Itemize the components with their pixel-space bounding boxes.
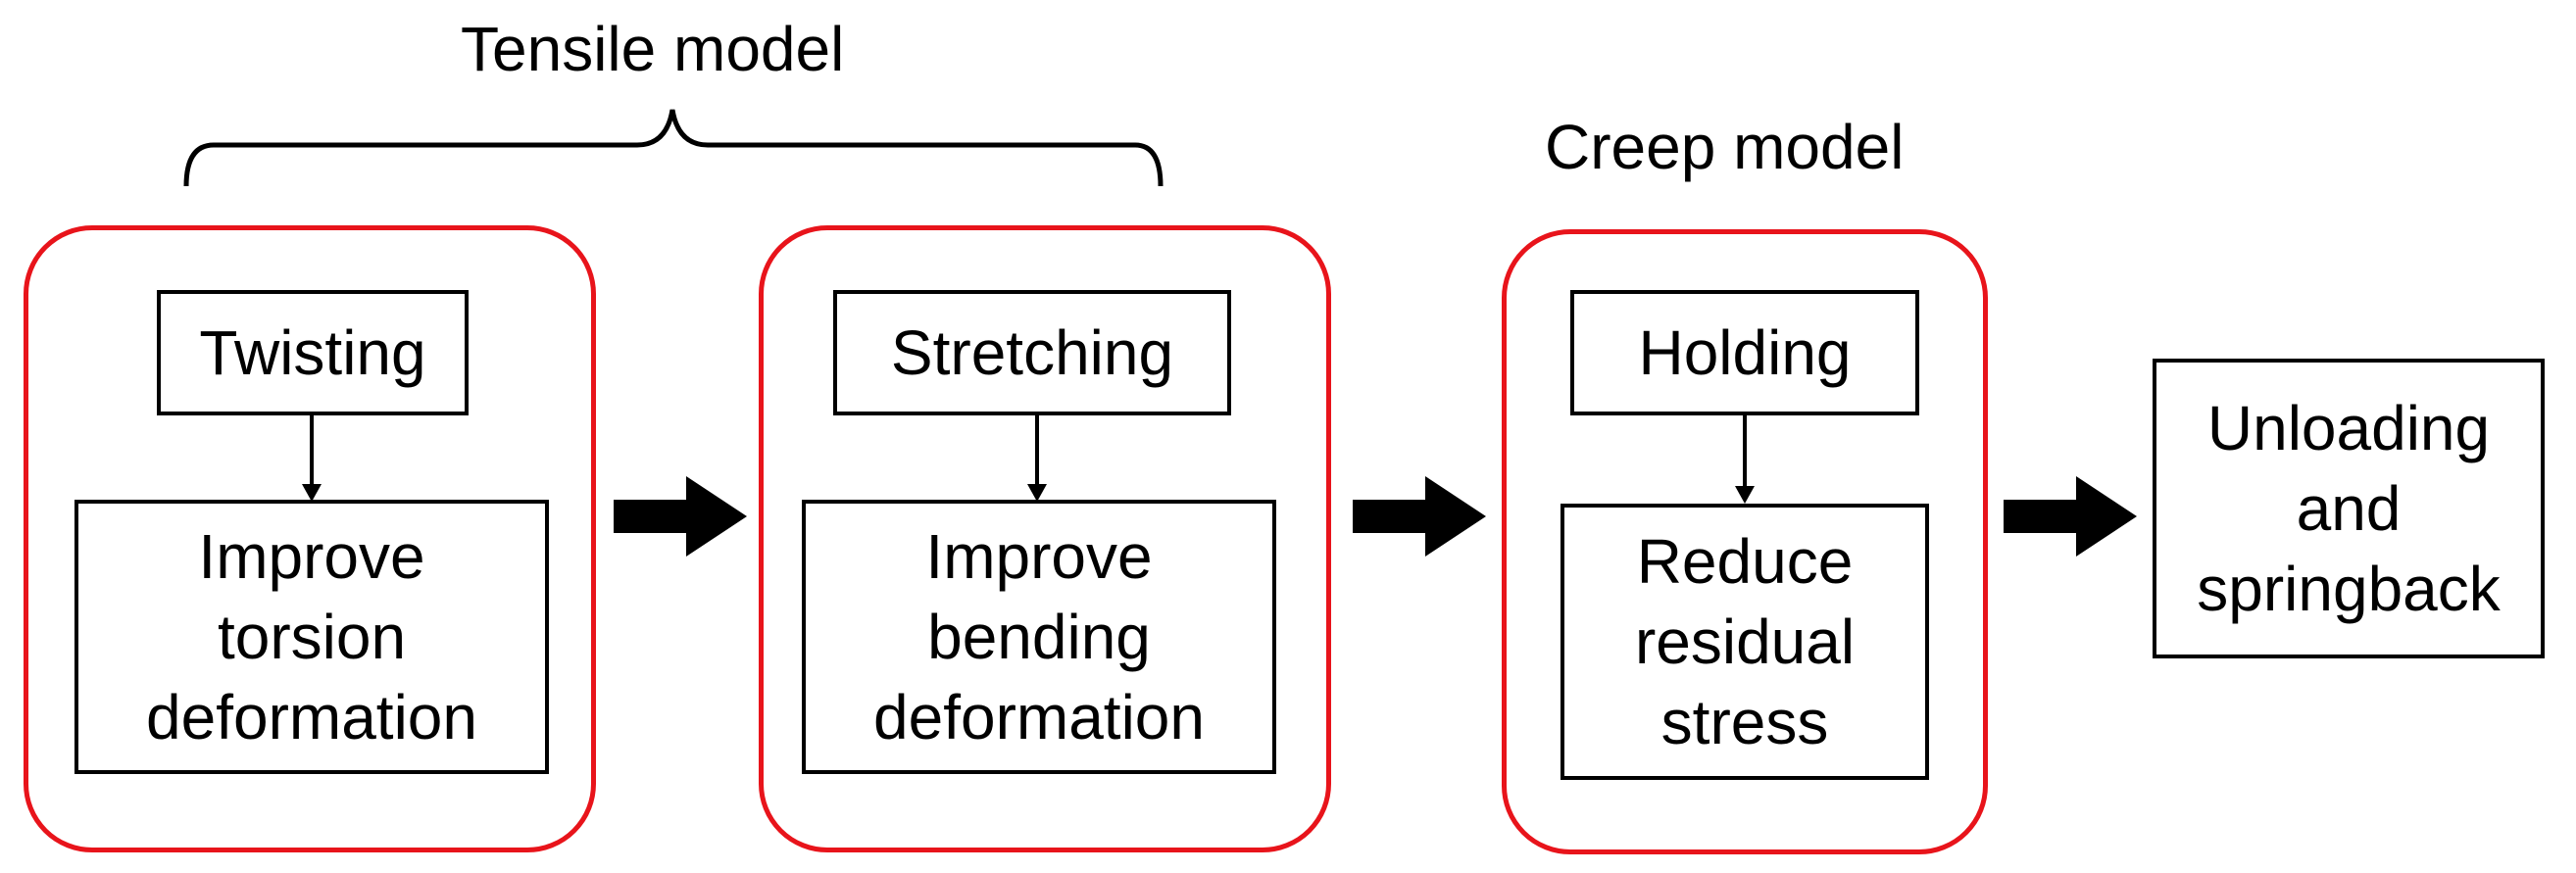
improve-bending-label: Improve bending deformation: [873, 521, 1205, 752]
holding-label: Holding: [1638, 317, 1852, 388]
creep-model-label: Creep model: [1545, 112, 1905, 182]
tensile-group-stretching: [759, 225, 1331, 852]
reduce-stress-box: Reduce residual stress: [1560, 504, 1929, 780]
twisting-box: Twisting: [157, 290, 469, 415]
flow-arrow-2: [1353, 476, 1486, 557]
twisting-label: Twisting: [199, 317, 426, 388]
improve-torsion-label: Improve torsion deformation: [146, 521, 477, 752]
tensile-group-twisting: [24, 225, 596, 852]
tensile-model-label: Tensile model: [461, 14, 845, 84]
holding-box: Holding: [1570, 290, 1919, 415]
reduce-stress-label: Reduce residual stress: [1634, 526, 1856, 757]
tensile-brace: [183, 109, 1164, 187]
stretching-box: Stretching: [833, 290, 1231, 415]
flow-arrow-1: [614, 476, 747, 557]
improve-bending-box: Improve bending deformation: [802, 500, 1276, 774]
creep-group-holding: [1502, 229, 1988, 854]
unloading-springback-box: Unloading and springback: [2153, 359, 2545, 658]
improve-torsion-box: Improve torsion deformation: [74, 500, 549, 774]
flow-arrow-3: [2004, 476, 2137, 557]
unloading-springback-label: Unloading and springback: [2197, 393, 2501, 624]
stretching-label: Stretching: [890, 317, 1174, 388]
